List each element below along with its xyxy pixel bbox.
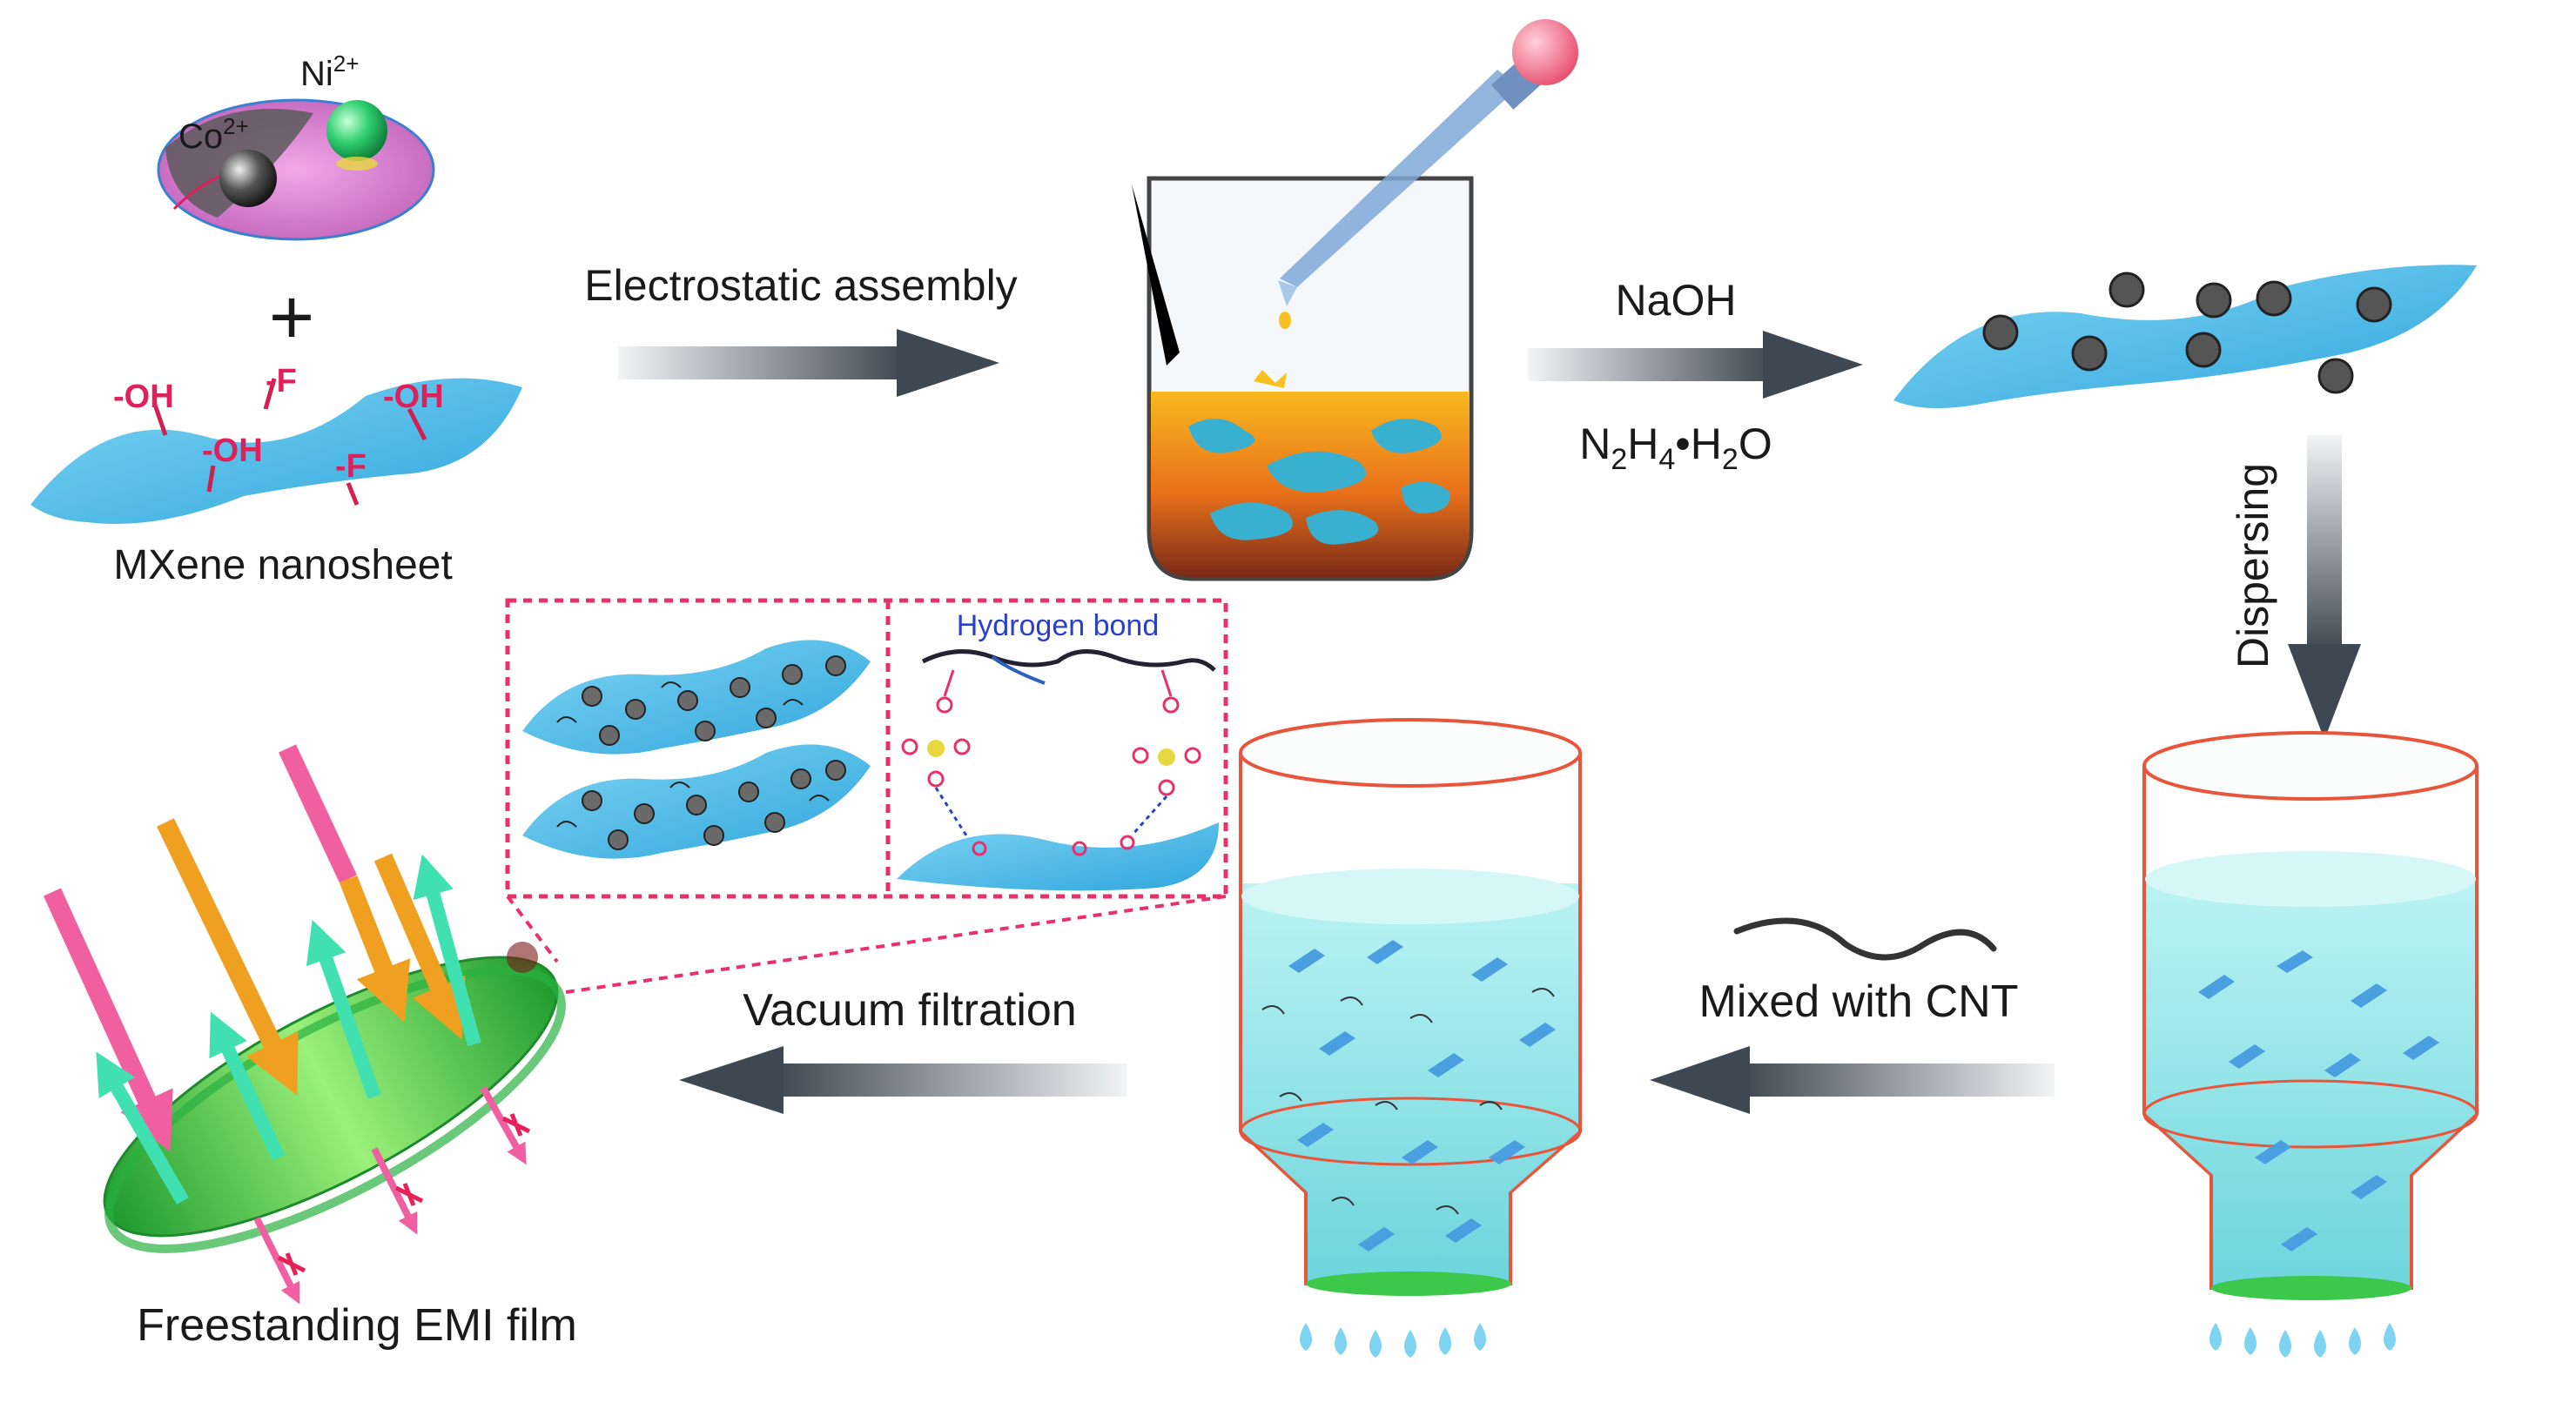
nickel-label: Ni2+	[300, 50, 359, 93]
arrow-vacuum	[679, 1046, 1127, 1114]
arrow-mixed-cnt	[1650, 1046, 2055, 1114]
naoh-label: NaOH	[1616, 276, 1737, 325]
film-label: Freestanding EMI film	[137, 1300, 577, 1351]
ion-disc: Ni2+ Co2+	[157, 50, 435, 241]
droplets-right	[2209, 1323, 2396, 1358]
oh-group-2: -OH	[383, 379, 444, 415]
arrow-dispersing	[2288, 435, 2361, 740]
transmitted-waves	[253, 1086, 531, 1305]
inset-stacked-sheets	[522, 640, 871, 859]
mixed-cnt-label: Mixed with CNT	[1699, 976, 2019, 1027]
cobalt-ion-icon	[219, 150, 277, 207]
f-group-1: -F	[266, 363, 297, 399]
f-group-2: -F	[335, 448, 367, 485]
nickel-ion-icon	[326, 100, 387, 161]
reflected-waves	[96, 854, 481, 1205]
electrostatic-label: Electrostatic assembly	[584, 261, 1017, 310]
cobalt-label: Co2+	[178, 113, 249, 156]
droplets-middle	[1300, 1323, 1486, 1358]
decorated-nanosheet	[1893, 265, 2477, 408]
dispersing-label: Dispersing	[2229, 463, 2277, 668]
inset-hydrogen-bond: Hydrogen bond	[897, 609, 1219, 891]
mxene-label: MXene nanosheet	[113, 542, 453, 588]
cnt-icon	[1733, 917, 1997, 961]
beaker	[1132, 176, 1474, 581]
incident-waves	[43, 744, 466, 1153]
arrow-electrostatic	[618, 329, 999, 397]
mxene-nanosheet: -OH -F -OH -OH -F	[30, 363, 522, 524]
hydrogen-bond-label: Hydrogen bond	[957, 609, 1160, 642]
funnel-right	[2142, 731, 2478, 1300]
hydrazine-label: N2H4•H2O	[1579, 419, 1772, 476]
arrow-reduction	[1528, 331, 1863, 399]
plus-sign: +	[269, 274, 315, 361]
oh-group-1: -OH	[113, 379, 174, 415]
oh-group-3: -OH	[202, 433, 263, 469]
vacuum-label: Vacuum filtration	[743, 985, 1076, 1036]
funnel-middle	[1239, 718, 1582, 1296]
pipette-icon	[1278, 19, 1578, 329]
